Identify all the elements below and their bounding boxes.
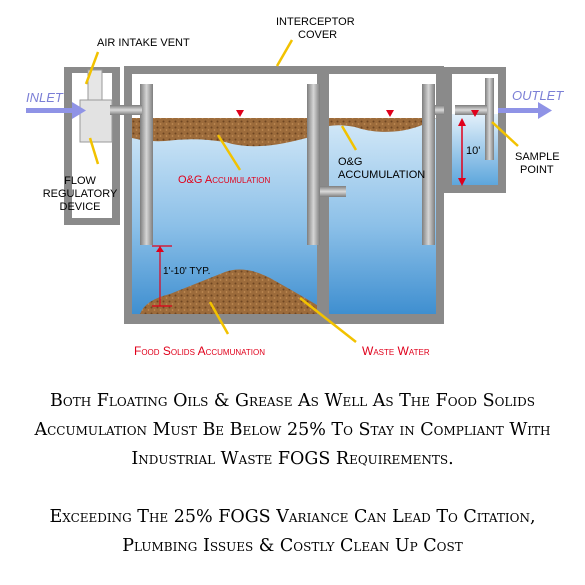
- caption-line: Accumulation Must Be Below 25% To Stay i…: [34, 420, 551, 440]
- caption-line: Plumbing Issues & Costly Clean Up Cost: [122, 536, 463, 556]
- variance-caption: Exceeding The 25% FOGS Variance Can Lead…: [0, 503, 585, 561]
- caption-line: Both Floating Oils & Grease As Well As T…: [50, 391, 535, 411]
- food-solids-mound: [140, 269, 317, 314]
- typ-depth-dimension: [152, 245, 172, 307]
- outlet-label: OUTLET: [512, 88, 564, 103]
- compliance-caption: Both Floating Oils & Grease As Well As T…: [0, 387, 585, 474]
- og-accumulation-right-label: ACCUMULATION: [338, 169, 425, 181]
- inlet-arrow-icon: [26, 102, 86, 119]
- interceptor-cover-label: INTERCEPTOR: [276, 16, 355, 28]
- water-level-marker: [236, 110, 244, 117]
- grease-layer-right: [329, 118, 436, 132]
- grease-layer-left: [132, 118, 317, 147]
- ten-feet-dimension: [458, 118, 466, 186]
- waste-water-label: Waste Water: [362, 344, 430, 358]
- leader-lines: [84, 39, 519, 343]
- flow-regulatory-device-label: FLOW: [64, 175, 96, 187]
- sample-point-chamber: [444, 67, 506, 193]
- inlet-tee-pipe: [140, 84, 153, 245]
- interceptor-cover-label: COVER: [298, 29, 337, 41]
- outlet-arrow-icon: [498, 102, 552, 119]
- grease-interceptor-diagram: AIR INTAKE VENT INTERCEPTOR COVER INLET …: [26, 16, 564, 358]
- inlet-label: INLET: [26, 90, 64, 105]
- caption-line: Exceeding The 25% FOGS Variance Can Lead…: [49, 507, 536, 527]
- ten-feet-label: 10': [466, 145, 480, 157]
- baffle-tee-pipe: [307, 84, 320, 245]
- air-intake-vent-label: AIR INTAKE VENT: [97, 37, 190, 49]
- outlet-tee-pipe: [422, 84, 435, 245]
- caption-line: Industrial Waste FOGS Requirements.: [131, 449, 454, 469]
- water-level-marker: [386, 110, 394, 117]
- inlet-pipe: [110, 105, 142, 115]
- food-solids-label: Food Solids Accumunation: [134, 344, 265, 358]
- og-accumulation-left-label: O&G Accumulation: [178, 174, 271, 186]
- sample-point-label: SAMPLE: [515, 151, 560, 163]
- sample-point-label: POINT: [520, 164, 554, 176]
- og-accumulation-right-label: O&G: [338, 156, 362, 168]
- flow-regulatory-device-label: REGULATORY: [43, 188, 118, 200]
- right-compartment-water: [329, 118, 436, 314]
- interceptor-tank: [124, 66, 444, 324]
- water-level-marker: [471, 110, 479, 117]
- flow-regulatory-device-label: DEVICE: [60, 201, 101, 213]
- typ-depth-label: 1'-10' TYP.: [163, 266, 210, 277]
